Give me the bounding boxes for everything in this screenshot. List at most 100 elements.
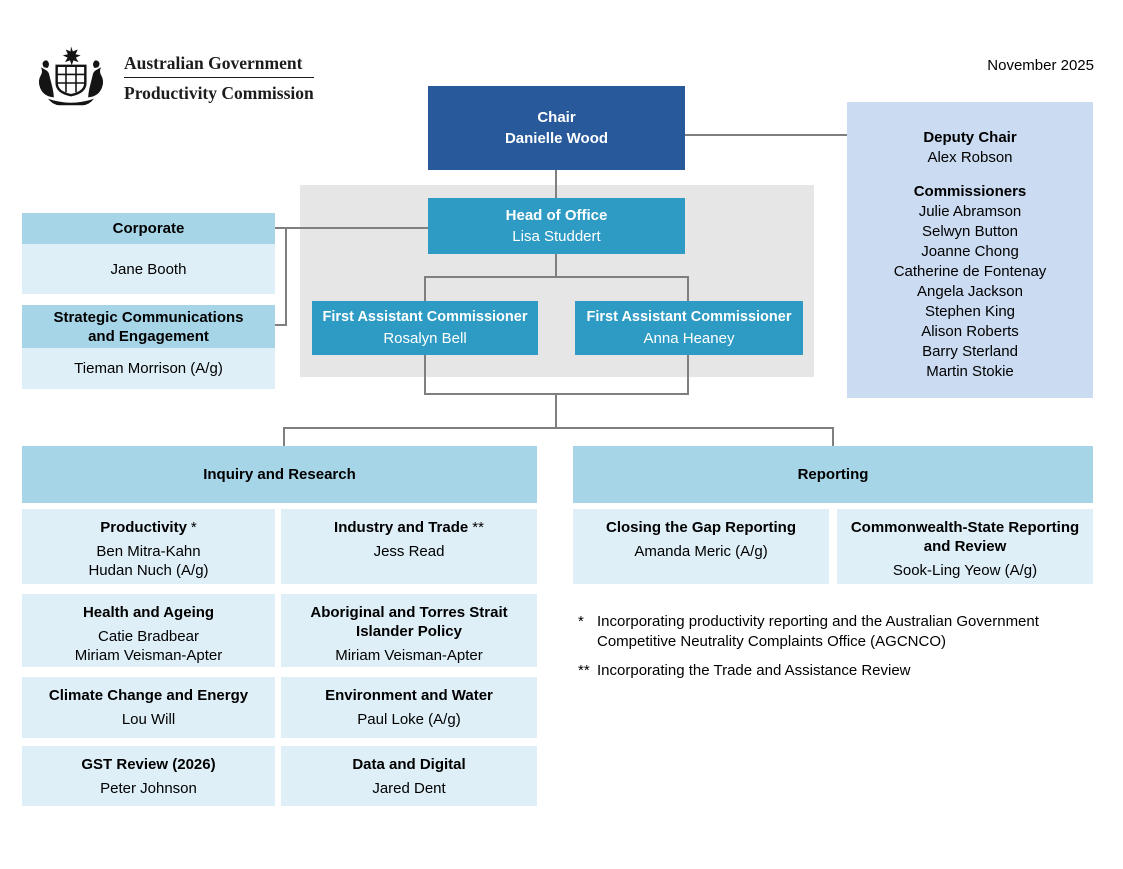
- fac2-box: First Assistant Commissioner Anna Heaney: [575, 301, 803, 355]
- branch-title: Environment and Water: [325, 687, 493, 704]
- corporate-body: Jane Booth: [22, 244, 275, 294]
- deputy-commissioners-panel: Deputy Chair Alex Robson Commissioners J…: [847, 102, 1093, 398]
- branch-title: Climate Change and Energy: [48, 687, 249, 704]
- fac1-title: First Assistant Commissioner: [322, 309, 528, 325]
- commissioner-name: Selwyn Button: [922, 223, 1018, 240]
- strategic-title: Strategic Communications and Engagement: [53, 308, 244, 345]
- chair-box: Chair Danielle Wood: [428, 86, 685, 170]
- branch-health-ageing: Health and Ageing Catie Bradbear Miriam …: [22, 594, 275, 667]
- commissioner-name: Julie Abramson: [918, 203, 1022, 220]
- footnotes: * Incorporating productivity reporting a…: [578, 612, 1094, 690]
- branch-name: Lou Will: [121, 711, 176, 728]
- fac2-title: First Assistant Commissioner: [586, 309, 792, 325]
- branch-gst-review: GST Review (2026) Peter Johnson: [22, 746, 275, 806]
- connector-fac-bracket: [424, 276, 689, 278]
- connector-sections-span: [283, 427, 834, 429]
- connector-corporate-to-hoo: [275, 227, 428, 229]
- connector-fac1-drop: [424, 276, 426, 303]
- commissioner-name: Angela Jackson: [917, 283, 1023, 300]
- branch-data-digital: Data and Digital Jared Dent: [281, 746, 537, 806]
- connector-chair-to-deputy: [685, 134, 847, 136]
- branch-productivity: Productivity* Ben Mitra-Kahn Hudan Nuch …: [22, 509, 275, 584]
- branch-name: Miriam Veisman-Apter: [74, 647, 223, 664]
- inquiry-section-header: Inquiry and Research: [22, 446, 537, 503]
- connector-corporate-strategic: [285, 227, 287, 326]
- connector-inquiry-drop: [283, 427, 285, 446]
- footnote-marker: **: [578, 662, 590, 679]
- branch-title: Data and Digital: [352, 756, 466, 773]
- head-of-office-box: Head of Office Lisa Studdert: [428, 198, 685, 254]
- deputy-chair-name: Alex Robson: [927, 149, 1013, 166]
- branch-title: GST Review (2026): [81, 756, 216, 773]
- branch-name: Sook-Ling Yeow (A/g): [892, 562, 1038, 579]
- footnote-2: ** Incorporating the Trade and Assistanc…: [578, 661, 1094, 681]
- branch-cw-state-reporting: Commonwealth-State Reporting and Review …: [837, 509, 1093, 584]
- logo-text: Australian Government Productivity Commi…: [124, 52, 314, 104]
- branch-name: Paul Loke (A/g): [357, 711, 461, 728]
- agency-logo: Australian Government Productivity Commi…: [28, 42, 314, 114]
- commissioners-title: Commissioners: [913, 183, 1027, 200]
- commissioner-name: Martin Stokie: [926, 363, 1014, 380]
- footnote-1: * Incorporating productivity reporting a…: [578, 612, 1094, 652]
- corporate-header: Corporate: [22, 213, 275, 244]
- connector-reporting-drop: [832, 427, 834, 446]
- logo-line-government: Australian Government: [124, 52, 303, 73]
- commissioner-name: Alison Roberts: [921, 323, 1019, 340]
- chair-title: Chair: [537, 109, 576, 126]
- head-of-office-name: Lisa Studdert: [512, 228, 601, 245]
- branch-name: Peter Johnson: [100, 780, 197, 797]
- corporate-name: Jane Booth: [110, 260, 187, 278]
- connector-fac2-drop: [687, 276, 689, 303]
- reporting-section-title: Reporting: [797, 466, 869, 483]
- branch-industry-trade: Industry and Trade** Jess Read: [281, 509, 537, 584]
- branch-environment-water: Environment and Water Paul Loke (A/g): [281, 677, 537, 738]
- footnote-text: Incorporating productivity reporting and…: [597, 613, 1039, 650]
- branch-title: Aboriginal and Torres Strait Islander Po…: [310, 604, 508, 640]
- branch-name: Jared Dent: [372, 780, 446, 797]
- inquiry-section-title: Inquiry and Research: [203, 466, 356, 483]
- deputy-chair-title: Deputy Chair: [923, 129, 1017, 146]
- branch-climate-energy: Climate Change and Energy Lou Will: [22, 677, 275, 738]
- strategic-body: Tieman Morrison (A/g): [22, 348, 275, 389]
- footnote-text: Incorporating the Trade and Assistance R…: [597, 662, 911, 679]
- footnote-marker: *: [578, 613, 584, 630]
- connector-strategic-stub: [275, 324, 287, 326]
- head-of-office-title: Head of Office: [505, 207, 608, 224]
- fac1-name: Rosalyn Bell: [383, 330, 467, 347]
- connector-chair-down: [555, 170, 557, 198]
- spacer: [847, 168, 1093, 182]
- branch-title: Health and Ageing: [82, 604, 215, 621]
- commissioner-name: Stephen King: [924, 303, 1016, 320]
- logo-line-agency: Productivity Commission: [124, 83, 314, 104]
- connector-fac2-down: [687, 355, 689, 395]
- strategic-header: Strategic Communications and Engagement: [22, 305, 275, 348]
- branch-title: Commonwealth-State Reporting and Review: [850, 519, 1080, 555]
- footnote-marker: *: [190, 519, 197, 536]
- branch-name: Ben Mitra-Kahn: [96, 543, 201, 560]
- branch-name: Amanda Meric (A/g): [634, 543, 768, 560]
- fac2-name: Anna Heaney: [643, 330, 735, 347]
- branch-title: Productivity*: [100, 519, 197, 536]
- commissioner-name: Joanne Chong: [921, 243, 1019, 260]
- commissioner-name: Barry Sterland: [922, 343, 1018, 360]
- footnote-marker: **: [472, 519, 484, 536]
- reporting-section-header: Reporting: [573, 446, 1093, 503]
- australian-coat-of-arms-icon: [38, 46, 104, 106]
- connector-fac1-down: [424, 355, 426, 395]
- strategic-name: Tieman Morrison (A/g): [74, 360, 223, 377]
- connector-center-down: [555, 393, 557, 429]
- connector-hoo-down: [555, 254, 557, 278]
- chart-date: November 2025: [987, 57, 1094, 74]
- fac1-box: First Assistant Commissioner Rosalyn Bel…: [312, 301, 538, 355]
- branch-closing-the-gap: Closing the Gap Reporting Amanda Meric (…: [573, 509, 829, 584]
- branch-name: Miriam Veisman-Apter: [335, 647, 483, 664]
- branch-name: Jess Read: [373, 543, 445, 560]
- logo-divider: [124, 76, 314, 79]
- commissioner-name: Catherine de Fontenay: [893, 263, 1047, 280]
- chair-name: Danielle Wood: [504, 130, 609, 147]
- branch-atsi-policy: Aboriginal and Torres Strait Islander Po…: [281, 594, 537, 667]
- corporate-title: Corporate: [112, 220, 185, 237]
- branch-title: Closing the Gap Reporting: [606, 519, 796, 536]
- branch-name: Hudan Nuch (A/g): [88, 562, 209, 579]
